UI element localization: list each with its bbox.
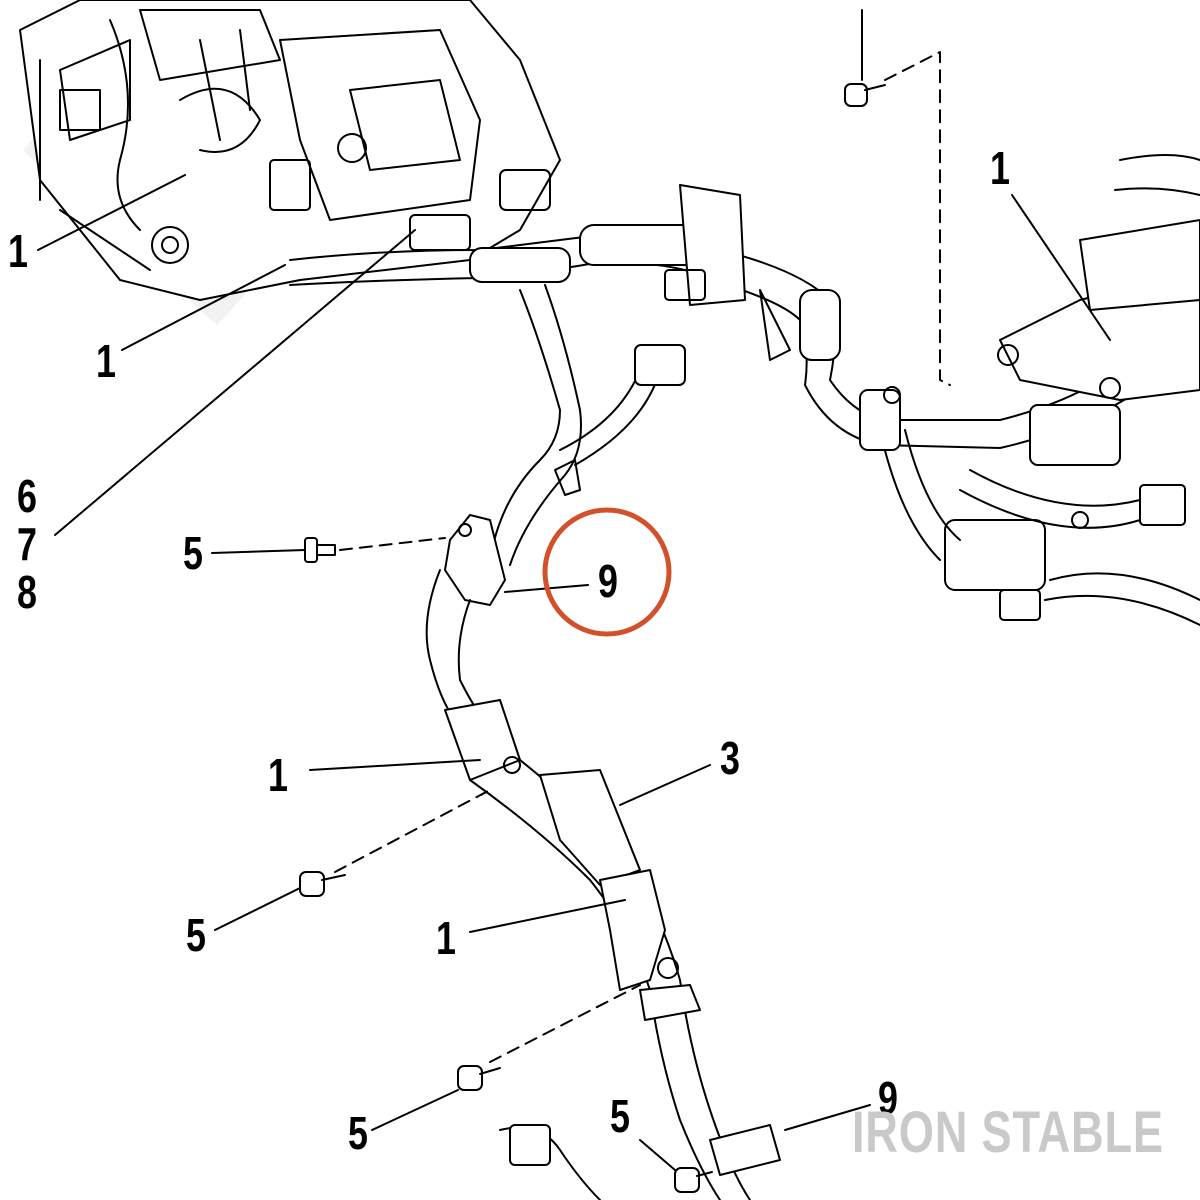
callout-8: 8 <box>17 566 37 618</box>
highlight-circle <box>542 507 672 637</box>
lower-harness <box>444 699 781 1200</box>
callout-1-lower: 1 <box>268 749 288 801</box>
leader-lines <box>37 9 1111 1171</box>
callout-5-middle: 5 <box>186 909 206 961</box>
callout-1-mid-left: 1 <box>96 335 116 387</box>
callout-1-bottom: 1 <box>436 912 456 964</box>
callout-3: 3 <box>720 732 740 784</box>
callout-1-top-left: 1 <box>8 225 28 277</box>
fastener-paths <box>334 51 951 1063</box>
callout-5-upper: 5 <box>183 527 203 579</box>
p-clamp-highlighted <box>425 514 506 721</box>
brand-watermark: IRON STABLE <box>852 1100 1164 1165</box>
right-assembly <box>859 154 1200 626</box>
callout-9-highlighted: 9 <box>598 555 618 607</box>
callout-9-bottom: 9 <box>878 1072 898 1124</box>
callout-5-lower: 5 <box>348 1107 368 1159</box>
callout-1-right: 1 <box>990 142 1010 194</box>
harness-branch <box>489 284 686 566</box>
callout-5-bottom: 5 <box>610 1090 630 1142</box>
electrical-caddy <box>19 0 561 301</box>
callout-7: 7 <box>17 518 37 570</box>
harness-trunk <box>289 184 1200 449</box>
callout-6: 6 <box>17 470 37 522</box>
bolts <box>299 83 886 1193</box>
